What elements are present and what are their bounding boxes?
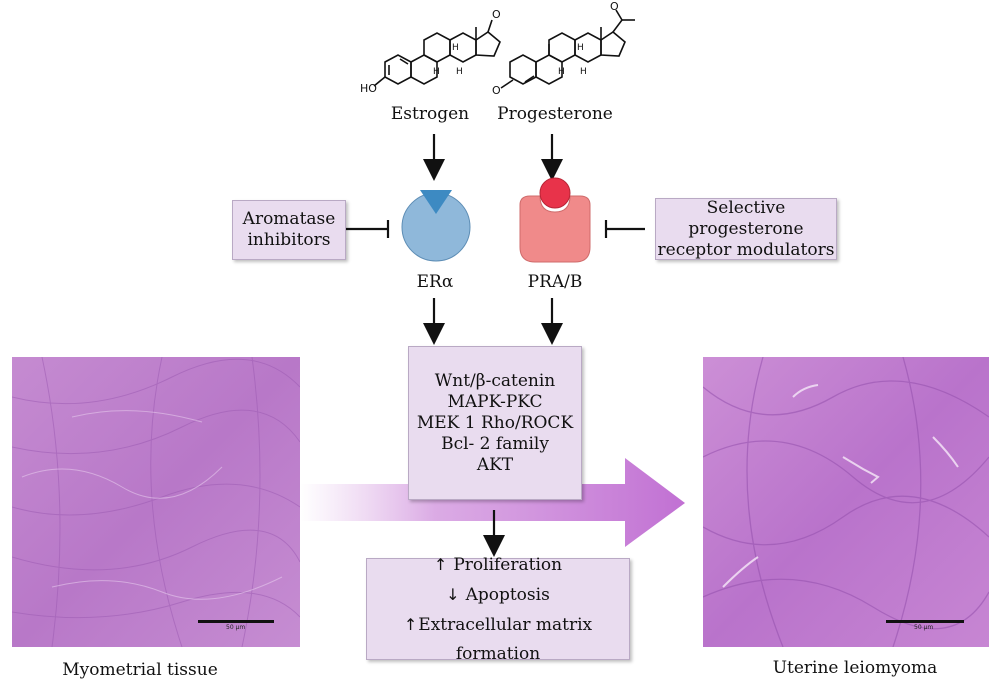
er-receptor-icon	[401, 190, 471, 262]
myometrial-tissue-image	[12, 357, 300, 647]
effect-apoptosis: ↓Apoptosis	[446, 584, 550, 605]
er-label: ERα	[416, 272, 454, 292]
effect-proliferation: ↑Proliferation	[433, 554, 563, 575]
pr-label: PRA/B	[527, 272, 583, 292]
leiomyoma-caption: Uterine leiomyoma	[772, 658, 938, 678]
svg-text:H: H	[433, 67, 440, 77]
scale-label-right: 50 μm	[914, 624, 934, 631]
up-arrow-icon: ↑	[433, 554, 448, 574]
aromatase-inhibitors-box: Aromatase inhibitors	[232, 200, 346, 260]
svg-text:H: H	[456, 67, 463, 77]
svg-text:O: O	[610, 0, 619, 13]
up-arrow-icon: ↑	[403, 614, 418, 634]
pathway-item: MEK 1 Rho/ROCK	[416, 412, 574, 433]
down-arrow-icon: ↓	[446, 584, 460, 604]
leiomyoma-tissue-image	[703, 357, 989, 647]
estrogen-structure: HO O H H H	[360, 8, 501, 95]
pathway-item: AKT	[476, 454, 514, 475]
pr-receptor-icon	[519, 177, 591, 263]
estrogen-label: Estrogen	[390, 104, 470, 124]
signaling-pathways-box: Wnt/β-catenin MAPK-PKC MEK 1 Rho/ROCK Bc…	[408, 346, 582, 500]
svg-text:H: H	[580, 67, 587, 77]
svg-text:O: O	[492, 8, 501, 21]
scale-bar-right	[886, 620, 964, 623]
svg-text:H: H	[577, 43, 584, 53]
scale-bar-left	[198, 620, 274, 623]
svg-text:H: H	[558, 67, 565, 77]
sprm-box: Selective progesterone receptor modulato…	[655, 198, 837, 260]
pathway-item: MAPK-PKC	[447, 391, 543, 412]
o-label: O	[492, 84, 501, 97]
effects-box: ↑Proliferation ↓Apoptosis ↑Extracellular…	[366, 555, 630, 664]
progesterone-label: Progesterone	[497, 104, 613, 124]
pathway-item: Bcl- 2 family	[441, 433, 549, 454]
effect-ecm: ↑Extracellular matrix formation	[403, 614, 593, 664]
svg-text:H: H	[452, 43, 459, 53]
ho-label: HO	[360, 82, 377, 95]
myometrial-caption: Myometrial tissue	[62, 660, 218, 680]
scale-label-left: 50 μm	[226, 624, 246, 631]
progesterone-structure: O O H H H	[492, 0, 635, 97]
pathway-item: Wnt/β-catenin	[434, 370, 556, 391]
